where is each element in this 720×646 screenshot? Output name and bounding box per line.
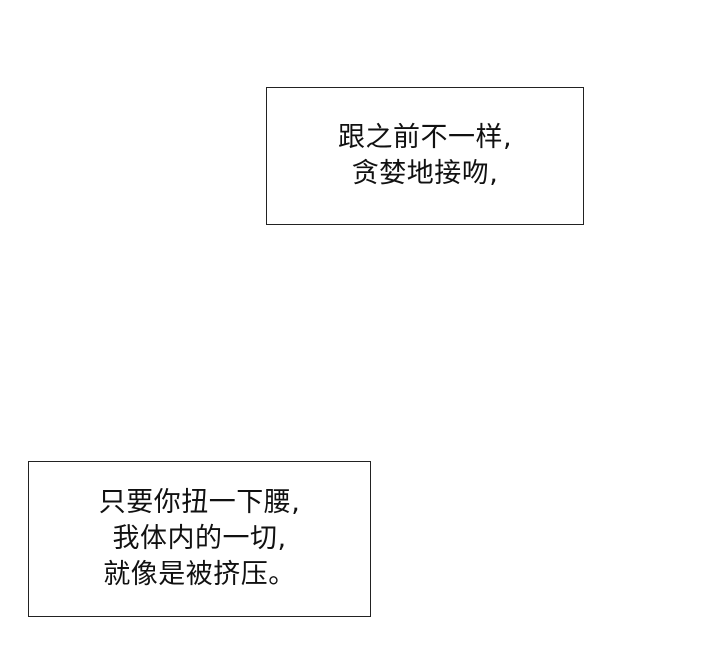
caption-line: 只要你扭一下腰, [98, 487, 301, 518]
caption-box-lower: 只要你扭一下腰, 我体内的一切, 就像是被挤压。 [28, 461, 371, 617]
caption-line: 就像是被挤压。 [103, 559, 296, 590]
caption-line: 贪婪地接吻, [351, 158, 499, 189]
caption-box-upper: 跟之前不一样, 贪婪地接吻, [266, 87, 584, 225]
caption-line: 我体内的一切, [112, 523, 287, 554]
caption-line: 跟之前不一样, [337, 122, 513, 153]
